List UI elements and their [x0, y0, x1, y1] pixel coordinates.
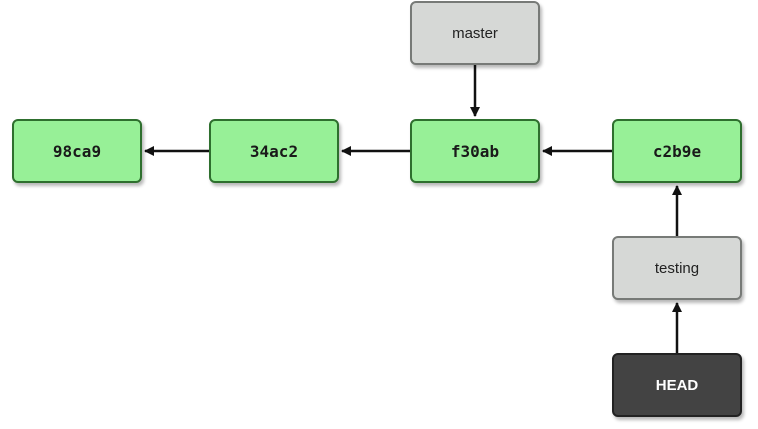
head-pointer: HEAD: [612, 353, 742, 417]
branch-pointer-master: master: [410, 1, 540, 65]
commit-node-f30ab: f30ab: [410, 119, 540, 183]
commit-node-34ac2: 34ac2: [209, 119, 339, 183]
commit-label: f30ab: [450, 141, 500, 161]
branch-label: testing: [654, 259, 700, 277]
commit-label: 34ac2: [249, 141, 299, 161]
commit-node-98ca9: 98ca9: [12, 119, 142, 183]
commit-node-c2b9e: c2b9e: [612, 119, 742, 183]
head-label: HEAD: [655, 376, 699, 394]
branch-label: master: [452, 24, 498, 42]
commit-label: 98ca9: [52, 141, 102, 161]
commit-label: c2b9e: [652, 141, 702, 161]
branch-pointer-testing: testing: [612, 236, 742, 300]
